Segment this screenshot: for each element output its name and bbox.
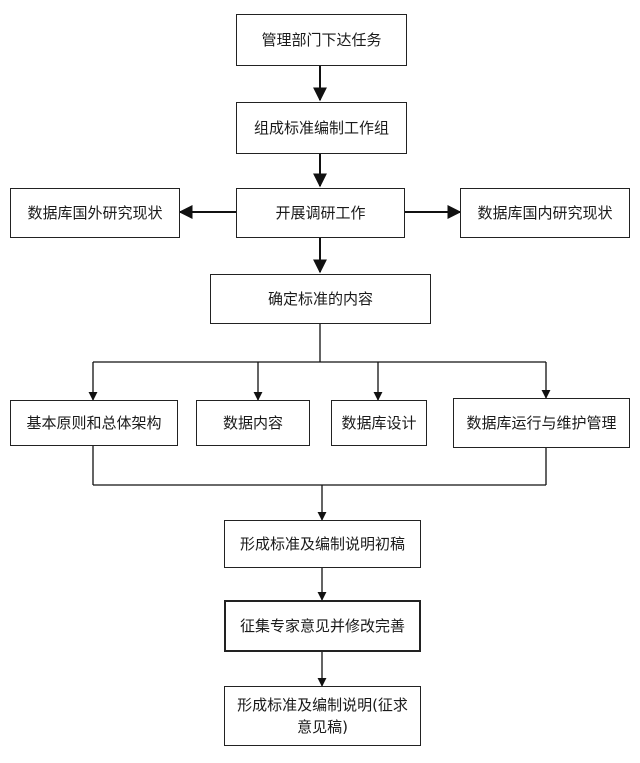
node-expert-review: 征集专家意见并修改完善 <box>224 600 421 652</box>
node-determine-content-label: 确定标准的内容 <box>267 290 373 308</box>
node-form-team: 组成标准编制工作组 <box>236 102 407 154</box>
node-domestic-status: 数据库国内研究现状 <box>460 188 630 238</box>
node-db-design-label: 数据库设计 <box>341 414 417 432</box>
node-form-team-label: 组成标准编制工作组 <box>253 119 389 137</box>
node-db-design: 数据库设计 <box>331 400 427 446</box>
node-draft-label: 形成标准及编制说明初稿 <box>239 535 405 553</box>
node-principles: 基本原则和总体架构 <box>10 400 178 446</box>
node-draft: 形成标准及编制说明初稿 <box>224 520 421 568</box>
node-expert-review-label: 征集专家意见并修改完善 <box>239 617 405 635</box>
node-principles-label: 基本原则和总体架构 <box>26 414 162 432</box>
node-assign-task-label: 管理部门下达任务 <box>261 31 382 49</box>
node-operation: 数据库运行与维护管理 <box>453 398 630 448</box>
node-final-draft: 形成标准及编制说明(征求 意见稿) <box>224 686 421 746</box>
node-data-content: 数据内容 <box>196 400 310 446</box>
node-foreign-status-label: 数据库国外研究现状 <box>27 204 163 222</box>
node-research: 开展调研工作 <box>236 188 405 238</box>
node-domestic-status-label: 数据库国内研究现状 <box>477 204 613 222</box>
node-final-draft-label-line1: 形成标准及编制说明(征求 <box>237 696 408 714</box>
node-foreign-status: 数据库国外研究现状 <box>10 188 180 238</box>
node-assign-task: 管理部门下达任务 <box>236 14 407 66</box>
node-operation-label: 数据库运行与维护管理 <box>466 414 617 432</box>
node-final-draft-label-line2: 意见稿) <box>297 718 348 736</box>
node-determine-content: 确定标准的内容 <box>210 274 431 324</box>
node-data-content-label: 数据内容 <box>222 414 283 432</box>
node-research-label: 开展调研工作 <box>275 204 366 222</box>
